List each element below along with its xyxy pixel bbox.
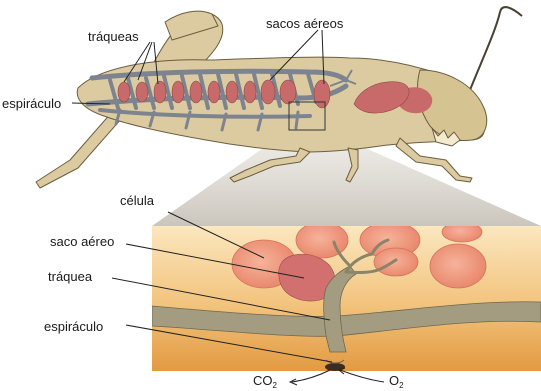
label-traqueas: tráqueas <box>88 29 139 44</box>
label-saco-aereo: saco aéreo <box>50 234 114 249</box>
label-celula: célula <box>120 193 155 208</box>
closeup-spiracle <box>325 363 345 371</box>
label-o2: O2 <box>389 373 404 390</box>
hind-tibia <box>36 112 122 188</box>
label-sacos-aereos: sacos aéreos <box>266 16 344 31</box>
antenna <box>470 7 522 90</box>
label-espiraculo-bottom: espiráculo <box>44 319 103 334</box>
label-traquea: tráquea <box>48 269 93 284</box>
label-co2: CO2 <box>253 373 278 390</box>
label-espiraculo-top: espiráculo <box>2 96 61 111</box>
